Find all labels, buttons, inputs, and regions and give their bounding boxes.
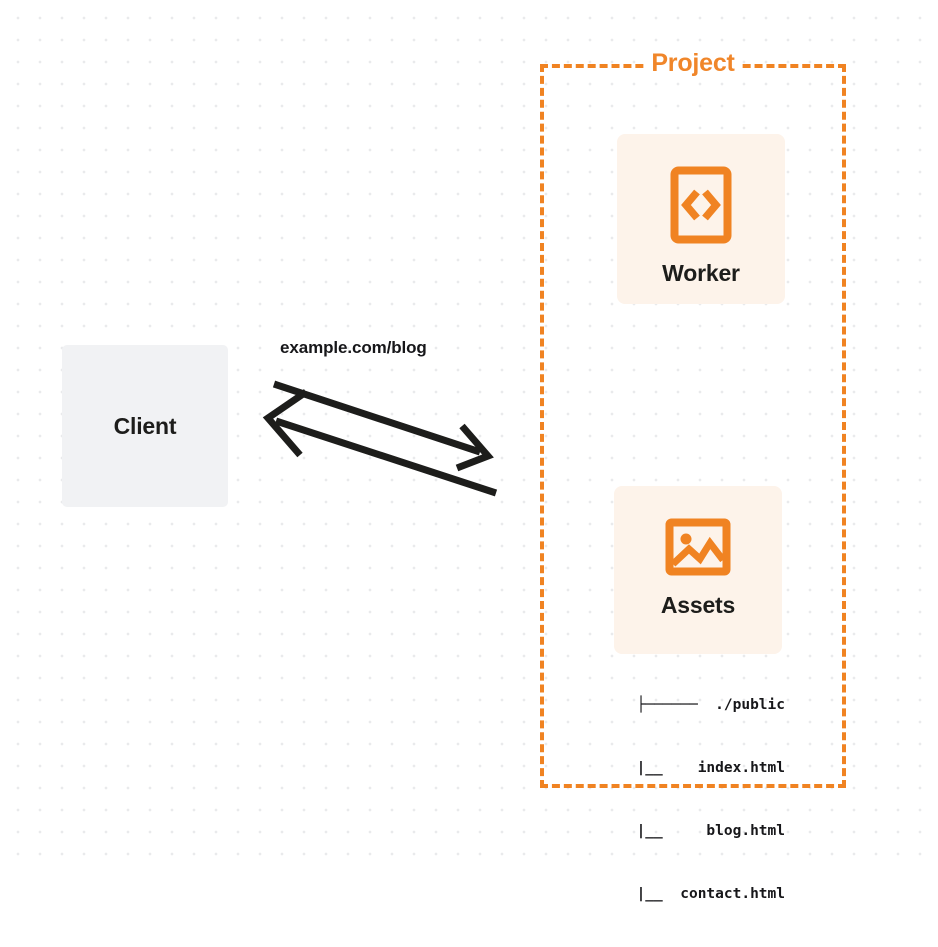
tree-line: |__ index.html [584,760,785,776]
connection-url-label: example.com/blog [280,338,427,357]
tree-line: |__ contact.html [584,886,785,902]
worker-label: Worker [662,260,740,286]
project-boundary: Project Worker Assets [540,51,846,902]
project-title: Project [644,51,742,76]
tree-line: ├────── ./public [636,697,785,713]
tree-line: |__ blog.html [584,823,785,839]
client-node[interactable]: Client [62,345,228,507]
assets-label: Assets [660,592,736,618]
image-icon [665,518,731,576]
worker-node[interactable]: Worker [617,134,785,304]
response-arrow [262,389,498,497]
diagram-canvas: Client example.com/blog Project [0,0,938,902]
code-brackets-icon [670,166,732,244]
client-label: Client [113,412,177,439]
asset-file-tree: ├────── ./public |__ index.html |__ blog… [584,653,785,947]
assets-node[interactable]: Assets [614,486,782,654]
request-arrow [272,380,494,472]
